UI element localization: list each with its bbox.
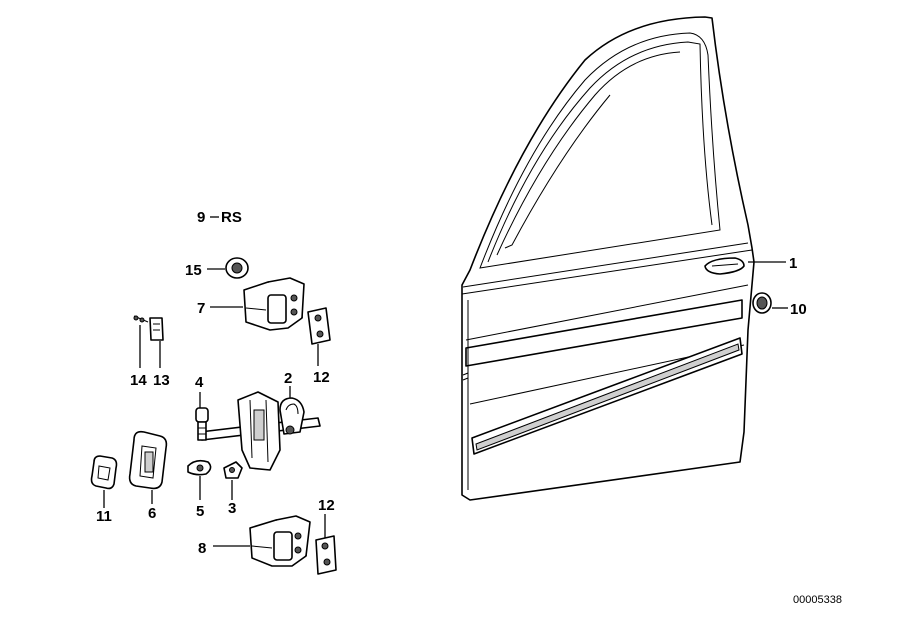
callout-14: 14 xyxy=(130,372,147,389)
upper-hinge-part xyxy=(243,277,305,331)
door-check-part xyxy=(199,391,321,471)
screw-part xyxy=(223,461,243,479)
callout-4: 4 xyxy=(195,374,204,391)
cover-part xyxy=(128,430,168,490)
callout-11: 11 xyxy=(96,508,112,525)
seal-part xyxy=(90,455,118,490)
callout-labels: 1 10 9 RS 15 7 12 14 13 4 2 5 3 6 11 12 … xyxy=(96,209,807,557)
grommet-part xyxy=(752,292,772,314)
small-plate-part xyxy=(149,317,164,341)
callout-9-suffix: RS xyxy=(221,209,242,226)
callout-9: 9 xyxy=(197,209,205,226)
callout-12-upper: 12 xyxy=(313,369,330,386)
callout-15: 15 xyxy=(185,262,202,279)
callout-8: 8 xyxy=(198,540,206,557)
drawing-number: 00005338 xyxy=(793,594,842,606)
callout-12-lower: 12 xyxy=(318,497,335,514)
leader-lines xyxy=(103,216,788,547)
callout-5: 5 xyxy=(196,503,204,520)
callout-1: 1 xyxy=(789,255,797,272)
upper-plate-part xyxy=(307,307,331,345)
callout-2: 2 xyxy=(284,370,292,387)
callout-7: 7 xyxy=(197,300,205,317)
nut-part xyxy=(225,257,249,279)
callout-3: 3 xyxy=(228,500,236,517)
door-shell xyxy=(461,16,755,501)
spring-clip-part xyxy=(187,459,212,476)
callout-6: 6 xyxy=(148,505,156,522)
callout-13: 13 xyxy=(153,372,170,389)
clip-part xyxy=(133,315,149,323)
bolt-part xyxy=(195,407,209,441)
callout-10: 10 xyxy=(790,301,807,318)
lower-plate-part xyxy=(315,535,337,575)
lower-hinge-part xyxy=(249,515,311,567)
